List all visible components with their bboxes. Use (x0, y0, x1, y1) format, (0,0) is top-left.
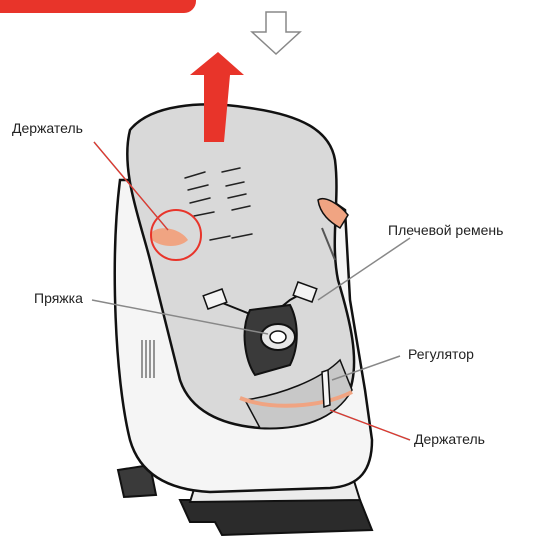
label-adjuster: Регулятор (408, 346, 474, 362)
buckle-icon (261, 324, 295, 350)
label-holder-top: Держатель (12, 120, 83, 136)
adjuster-strap (322, 370, 330, 407)
down-arrow-outline-icon (252, 12, 300, 54)
label-holder-bottom: Держатель (414, 431, 485, 447)
label-buckle: Пряжка (34, 290, 83, 306)
label-shoulder-belt: Плечевой ремень (388, 222, 503, 238)
